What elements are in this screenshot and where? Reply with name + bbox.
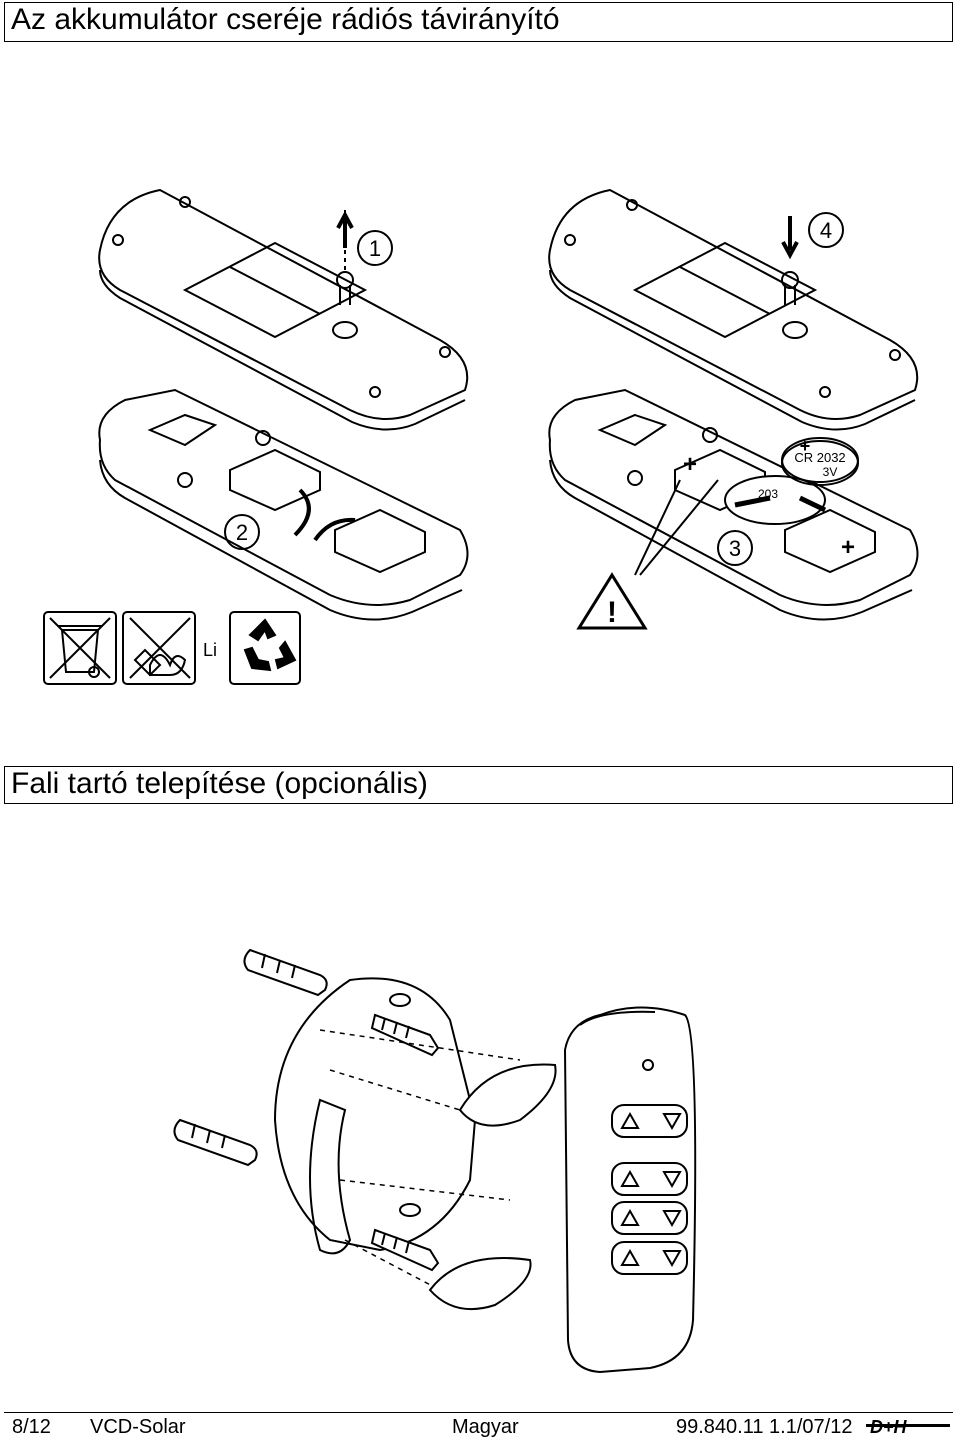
warning-mark: ! (607, 596, 617, 629)
battery-replacement-illustration: 1 2 4 + + 203 (43, 188, 919, 685)
remote-control-front (563, 1006, 697, 1374)
step-3-circle (717, 530, 753, 566)
battery-voltage-label: 3V (823, 465, 838, 479)
brand-logo: D+H (866, 1416, 950, 1437)
cover-cap-top (458, 1063, 557, 1127)
footer-product: VCD-Solar (90, 1416, 186, 1438)
step-1-circle (357, 230, 393, 266)
wall-anchor-bottom (173, 1118, 258, 1167)
remote-base-left (98, 388, 469, 621)
guide-lines (319, 1029, 521, 1291)
remote-base-right (548, 388, 919, 621)
step-1-label: 1 (369, 236, 381, 261)
wheelie-bin-crossed-icon (43, 611, 117, 685)
wall-holder-illustration (173, 948, 697, 1374)
footer-page-number: 8/12 (12, 1416, 51, 1438)
battery-plus-sign: + (800, 436, 811, 456)
remote-cover-right (548, 188, 919, 431)
step-2-label: 2 (236, 520, 248, 545)
battery-installed-label: 203 (758, 487, 778, 501)
remote-cover-left (98, 188, 469, 431)
screw-step1 (336, 210, 354, 305)
step-3-label: 3 (729, 536, 741, 561)
battery-type-label: CR 2032 (794, 450, 845, 465)
screw-bottom (370, 1228, 440, 1272)
remote-button-row-2 (611, 1162, 688, 1196)
recycle-icon (229, 611, 301, 685)
step-2-circle (224, 514, 260, 550)
remote-button-row-4 (611, 1241, 688, 1275)
plus-sign-base: + (683, 451, 697, 478)
no-fire-battery-icon (122, 611, 196, 685)
footer-language: Magyar (452, 1416, 519, 1438)
step-4-label: 4 (820, 218, 832, 243)
warning-icon (576, 572, 648, 630)
battery-installed (724, 475, 826, 525)
cover-cap-bottom (428, 1257, 532, 1311)
section-title-wall-holder: Fali tartó telepítése (opcionális) (4, 766, 953, 804)
lithium-label: Li (203, 640, 217, 660)
section-title-battery: Az akkumulátor cseréje rádiós távirányít… (4, 2, 953, 42)
step-4-circle (808, 212, 844, 248)
remote-button-row-3 (611, 1201, 688, 1235)
brand-logo-text: D+H (870, 1417, 908, 1436)
page-footer: 8/12 VCD-Solar Magyar 99.840.11 1.1/07/1… (4, 1412, 953, 1439)
footer-doc-number: 99.840.11 1.1/07/12 (676, 1416, 853, 1438)
wall-anchor-top (243, 948, 328, 997)
plus-sign-base-2: + (841, 534, 855, 561)
remote-button-row-1 (611, 1104, 688, 1138)
